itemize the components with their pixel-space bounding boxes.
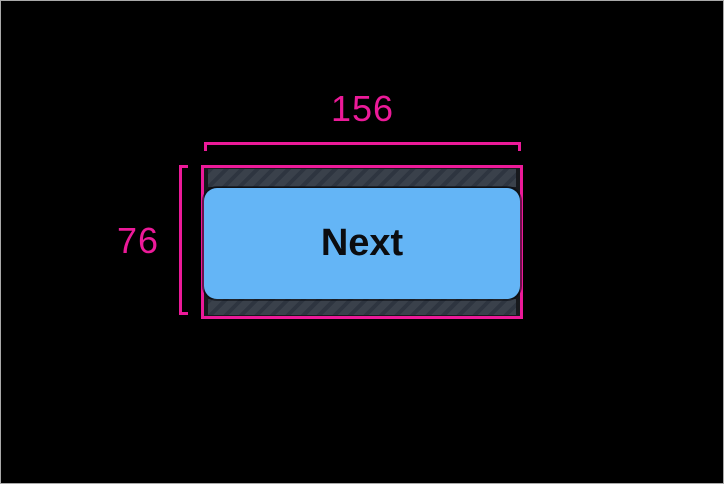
width-dimension-label: 156 bbox=[330, 88, 395, 129]
tap-target-padding-top bbox=[208, 169, 516, 187]
width-dimension-line bbox=[204, 142, 521, 151]
height-dimension-line bbox=[179, 165, 188, 315]
height-dimension-label: 76 bbox=[116, 220, 159, 261]
tap-target-bounds: Next bbox=[201, 165, 523, 319]
tap-target-padding-bottom bbox=[208, 299, 516, 315]
next-button[interactable]: Next bbox=[204, 188, 520, 299]
